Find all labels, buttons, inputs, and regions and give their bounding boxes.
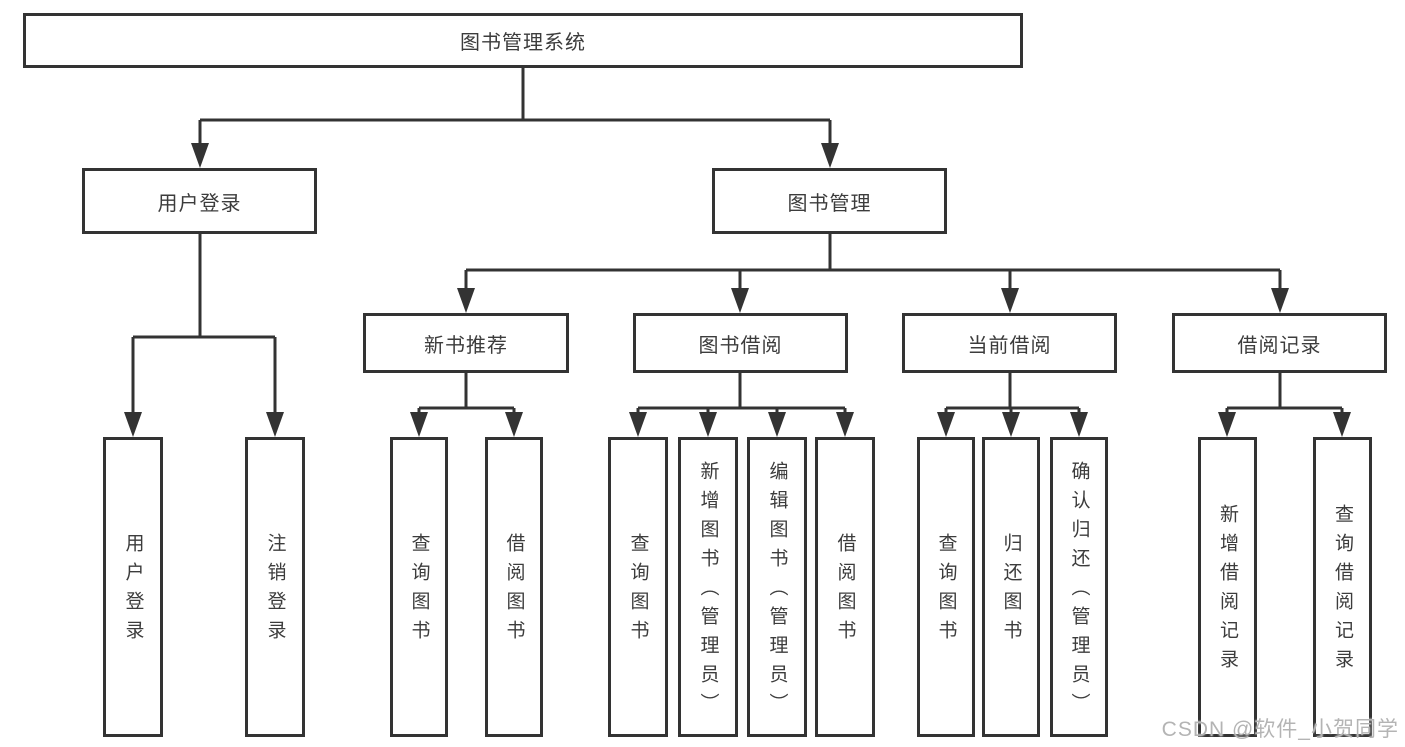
node-library-management-system: 图书管理系统 xyxy=(23,13,1023,68)
arrowhead-icons xyxy=(124,143,1351,437)
node-new-book-recommendation: 新书推荐 xyxy=(363,313,569,373)
node-search-books-current: 查询图书 xyxy=(917,437,975,737)
node-borrow-books-recommend: 借阅图书 xyxy=(485,437,543,737)
node-edit-books-admin: 编辑图书（管理员） xyxy=(747,437,807,737)
connector-book-management-to-level3 xyxy=(464,234,1282,293)
connector-book-borrow-to-leaves xyxy=(636,373,847,418)
connector-new-book-to-leaves xyxy=(417,373,516,418)
node-book-management-branch: 图书管理 xyxy=(712,168,947,234)
node-search-books-recommend: 查询图书 xyxy=(390,437,448,737)
node-borrow-books-leaf: 借阅图书 xyxy=(815,437,875,737)
connector-user-login-to-leaves xyxy=(131,234,277,417)
node-search-borrow-record: 查询借阅记录 xyxy=(1313,437,1372,737)
node-return-books: 归还图书 xyxy=(982,437,1040,737)
connector-current-borrow-to-leaves xyxy=(944,373,1081,418)
node-user-login-leaf: 用户登录 xyxy=(103,437,163,737)
node-add-books-admin: 新增图书（管理员） xyxy=(678,437,738,737)
node-user-login-branch: 用户登录 xyxy=(82,168,317,234)
connector-root-to-level2 xyxy=(198,68,832,148)
node-search-books-borrowing: 查询图书 xyxy=(608,437,668,737)
node-confirm-return-admin: 确认归还（管理员） xyxy=(1050,437,1108,737)
node-current-borrowing: 当前借阅 xyxy=(902,313,1117,373)
node-add-borrow-record: 新增借阅记录 xyxy=(1198,437,1257,737)
node-book-borrowing: 图书借阅 xyxy=(633,313,848,373)
node-logout-leaf: 注销登录 xyxy=(245,437,305,737)
node-borrowing-records: 借阅记录 xyxy=(1172,313,1387,373)
csdn-watermark: CSDN @软件_小贺同学 xyxy=(1161,718,1399,741)
connector-borrow-records-to-leaves xyxy=(1225,373,1344,418)
